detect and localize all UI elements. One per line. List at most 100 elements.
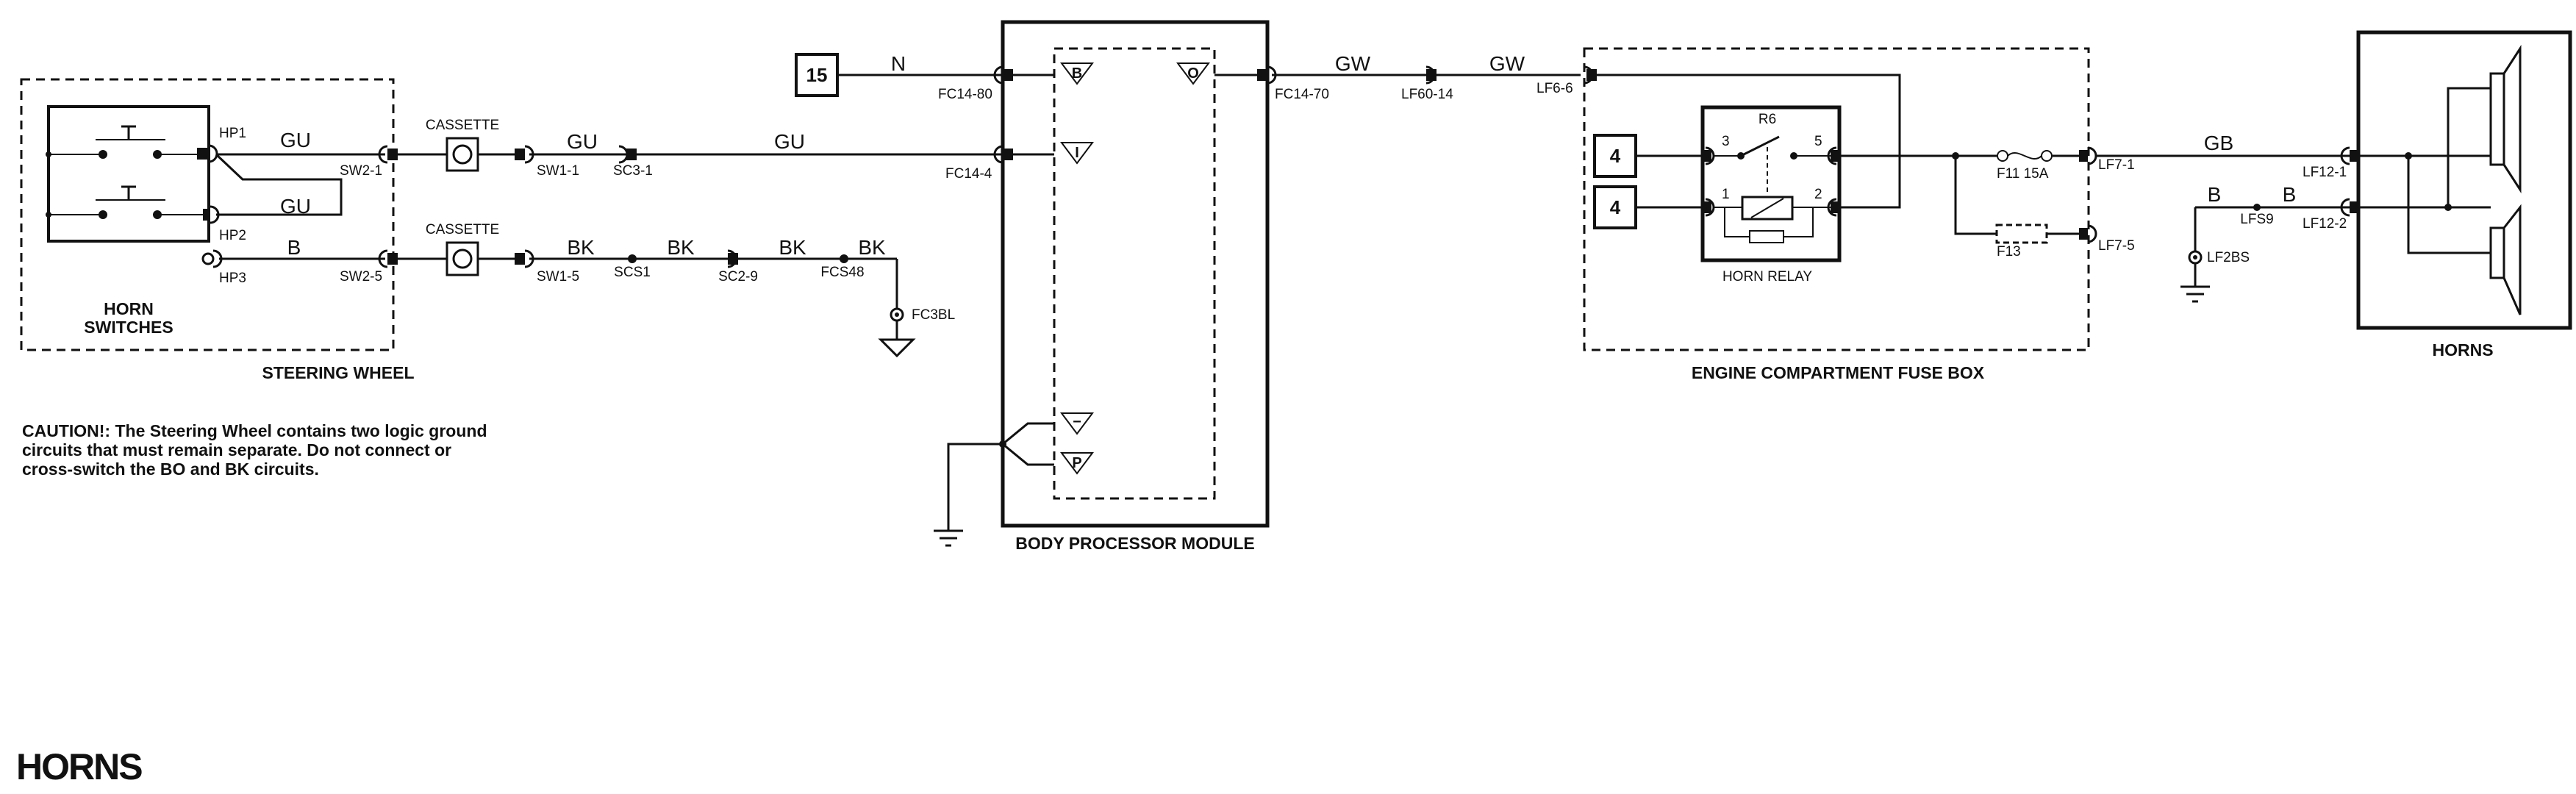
lf2bs-label: LF2BS (2207, 250, 2250, 265)
horn-relay-box (1700, 105, 1842, 262)
bpm-input-b-symbol (1060, 62, 1094, 85)
sw2-1-connector (387, 149, 398, 160)
bpm-ground-p-label: P (1072, 455, 1081, 471)
body-processor-module-group: BODY PROCESSOR MODULE 15 N FC14-80 B FC1… (795, 20, 1329, 553)
sc2-9-connector (728, 253, 738, 265)
bpm-ground-wires (1001, 422, 1054, 466)
fuse-f13 (1995, 223, 2088, 244)
sw1-1-connector (515, 149, 525, 160)
lfs9-label: LFS9 (2240, 212, 2273, 227)
relay-pin-5: 5 (1814, 134, 1822, 149)
hp2-label: HP2 (219, 228, 246, 243)
bpm-ground-p-symbol (1060, 452, 1094, 475)
fc14-80-label: FC14-80 (938, 87, 992, 102)
hp2-connector (203, 209, 210, 221)
steering-wheel-boundary (20, 78, 395, 351)
wire-label-bk-b: BK (667, 236, 695, 259)
sc3-1-connector (626, 149, 637, 160)
relay-supply-a-value: 4 (1610, 145, 1621, 167)
lf6-6-label: LF6-6 (1536, 81, 1573, 96)
lf12-2-connector (2350, 201, 2360, 213)
fuse-f13-label: F13 (1997, 244, 2021, 260)
fuse-box-boundary (1583, 47, 2090, 351)
fuse-f11-label: F11 15A (1997, 166, 2049, 182)
bpm-ground-lead (947, 443, 1003, 531)
bpm-input-i-symbol (1060, 142, 1094, 165)
wire-label-gu-d: GU (774, 130, 805, 153)
sw2-5-label: SW2-5 (340, 269, 382, 285)
wire-hp2-link (215, 153, 343, 216)
fc3bl-label: FC3BL (912, 307, 955, 323)
bpm-internal (1053, 47, 1216, 500)
bpm-box (1001, 20, 1270, 528)
caution-line-3: cross-switch the BO and BK circuits. (22, 459, 319, 479)
cassette-lower-label: CASSETTE (426, 222, 499, 237)
sw1-5-connector (515, 253, 525, 265)
sc2-9-label: SC2-9 (718, 269, 758, 285)
wire-label-gu-c: GU (567, 130, 598, 153)
relay-ref-label: R6 (1759, 112, 1776, 127)
wire-label-bk-d: BK (858, 236, 886, 259)
relay-contact (1713, 135, 1831, 194)
horn-lower-icon (2489, 204, 2522, 315)
wire-label-gw-b: GW (1489, 52, 1525, 75)
lf12-2-label: LF12-2 (2303, 216, 2347, 232)
hp1-label: HP1 (219, 126, 246, 141)
lf12-1-connector (2350, 150, 2360, 162)
wire-label-gu-a: GU (280, 129, 311, 151)
lf7-1-connector (2079, 150, 2088, 162)
bpm-ground-minus-symbol (1060, 412, 1094, 435)
wire-label-b-switch: B (287, 236, 301, 259)
fcs48-label: FCS48 (820, 265, 864, 280)
scs1-splice (628, 254, 637, 263)
horn-relay-label: HORN RELAY (1722, 269, 1812, 285)
lf6-6-connector (1586, 69, 1597, 81)
wire-label-b-ground-a: B (2208, 183, 2222, 206)
fc14-80-connector (1003, 69, 1013, 81)
fuse-box-label: ENGINE COMPARTMENT FUSE BOX (1692, 363, 1985, 382)
caution-line-2: circuits that must remain separate. Do n… (22, 440, 451, 459)
wire-lf6-6-relay-coil (1597, 74, 1901, 209)
fc14-4-label: FC14-4 (945, 166, 992, 182)
ignition-15-value: 15 (806, 64, 828, 86)
caution-note: CAUTION!: The Steering Wheel contains tw… (22, 421, 487, 479)
hp3-connector (201, 252, 215, 265)
wire-label-b-ground-b: B (2283, 183, 2297, 206)
wire-label-bk-c: BK (779, 236, 806, 259)
sw2-1-label: SW2-1 (340, 163, 382, 179)
lfs9-splice (2253, 204, 2261, 211)
hp1-connector (197, 148, 209, 160)
fc3bl-ground-symbol (878, 338, 916, 358)
bpm-label: BODY PROCESSOR MODULE (1015, 534, 1254, 553)
sw1-1-label: SW1-1 (537, 163, 579, 179)
horn-upper-icon (2489, 44, 2522, 194)
bpm-output-o-label: O (1187, 65, 1199, 82)
wire-horn-ground-upper (2447, 87, 2491, 207)
fc14-4-connector (1003, 149, 1013, 160)
wire-horn-feed-lower (2407, 156, 2491, 254)
relay-supply-b-value: 4 (1610, 196, 1621, 218)
bpm-input-b-label: B (1072, 65, 1082, 82)
lf7-5-connector (2079, 228, 2088, 240)
relay-supply-b-box (1593, 185, 1637, 229)
fuse-f11 (1997, 149, 2053, 163)
lf7-1-label: LF7-1 (2098, 157, 2135, 173)
sw2-5-connector (387, 253, 398, 265)
lf60-14-label: LF60-14 (1401, 87, 1453, 102)
sc3-1-label: SC3-1 (613, 163, 653, 179)
relay-supply-a-box (1593, 134, 1637, 178)
cassette-upper-label: CASSETTE (426, 118, 499, 133)
lf7-5-label: LF7-5 (2098, 238, 2135, 254)
scs1-label: SCS1 (614, 265, 651, 280)
steering-wheel-group: HORN SWITCHES STEERING WHEEL HP1 HP2 HP3… (20, 78, 415, 382)
fcs48-splice (840, 254, 848, 263)
sw2-5-shell (378, 249, 388, 268)
cassette-group: CASSETTE CASSETTE SW1-1 SW1-5 GU SC3-1 G… (398, 118, 1003, 358)
bpm-output-o-symbol (1176, 62, 1210, 85)
relay-pin-1: 1 (1722, 187, 1730, 202)
wire-label-bk-a: BK (567, 236, 595, 259)
wire-label-gu-b: GU (280, 195, 311, 218)
bpm-input-i-label: I (1075, 145, 1079, 161)
bpm-ground-minus-label: − (1073, 414, 1081, 430)
